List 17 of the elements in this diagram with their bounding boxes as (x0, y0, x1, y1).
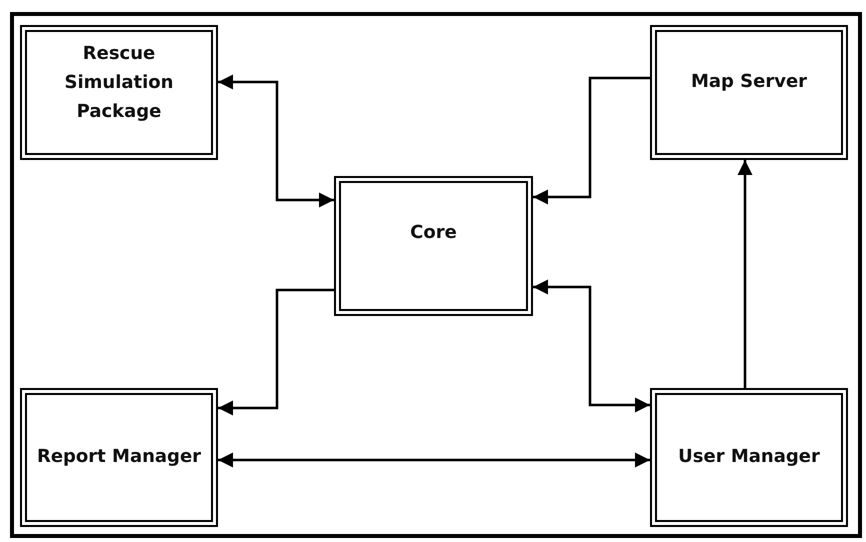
component-label: Core (409, 221, 458, 245)
connector-arrow (218, 288, 334, 416)
connector-arrow (218, 74, 334, 208)
component-label: Rescue Simulation Package (64, 42, 174, 124)
component-label: User Manager (677, 445, 821, 470)
connector-arrow (738, 160, 752, 388)
component-box (334, 176, 533, 316)
component-label: Report Manager (36, 445, 202, 470)
component-box (650, 388, 848, 527)
component-box (20, 388, 218, 527)
component-box (20, 25, 218, 160)
connector-arrow (533, 280, 650, 412)
connector-arrow (218, 452, 650, 468)
system-boundary-frame (10, 12, 862, 538)
component-box (650, 25, 848, 160)
component-label: Map Server (690, 70, 808, 94)
connector-arrow (533, 76, 650, 204)
